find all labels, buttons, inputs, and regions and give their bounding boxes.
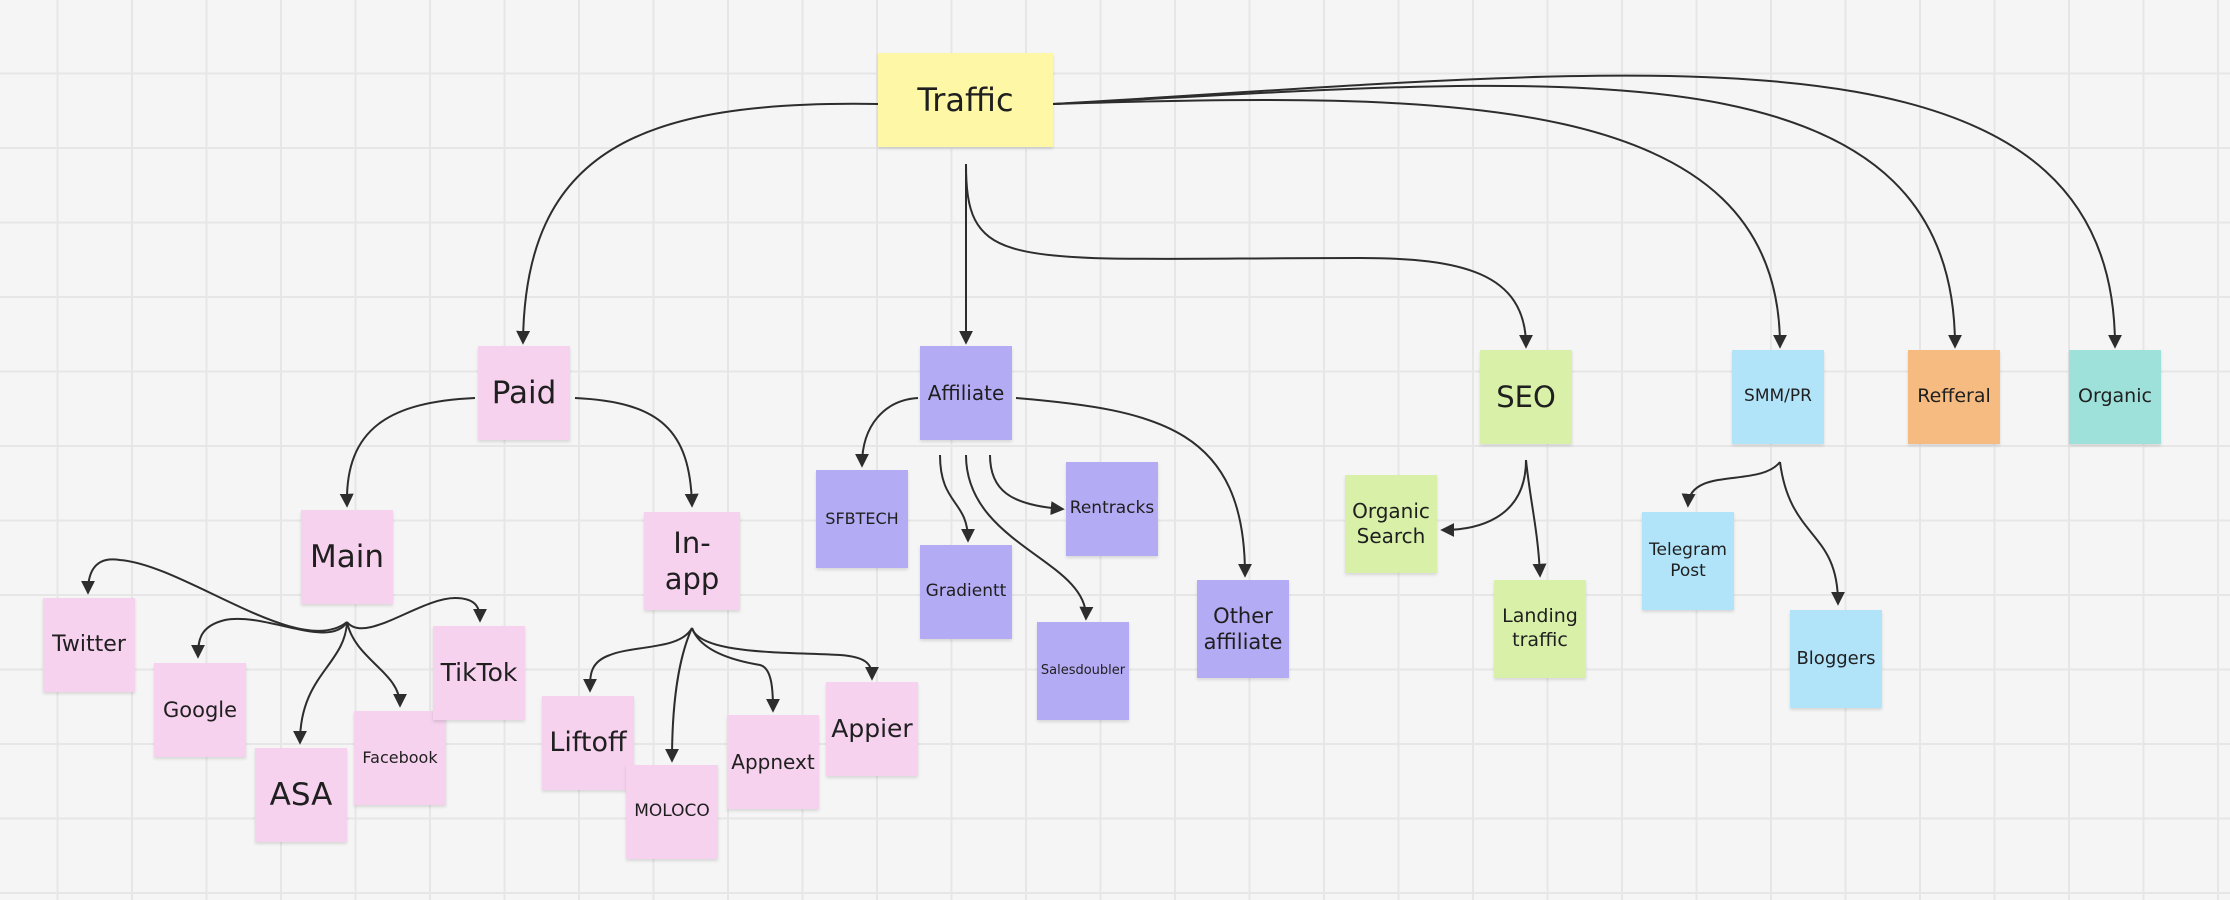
note-salesdoubler[interactable]: Salesdoubler bbox=[1037, 622, 1129, 720]
note-asa-label: ASA bbox=[269, 776, 333, 813]
note-gradientt[interactable]: Gradientt bbox=[920, 545, 1012, 639]
note-appier-label: Appier bbox=[831, 714, 913, 744]
note-other-affiliate-label: Other affiliate bbox=[1203, 603, 1283, 654]
note-other-affiliate[interactable]: Other affiliate bbox=[1197, 580, 1289, 678]
note-appnext-label: Appnext bbox=[731, 749, 815, 774]
connector-main-facebook bbox=[346, 621, 407, 708]
note-in-app[interactable]: In-app bbox=[644, 512, 740, 610]
note-moloco[interactable]: MOLOCO bbox=[626, 765, 718, 859]
note-paid[interactable]: Paid bbox=[478, 346, 570, 440]
note-asa[interactable]: ASA bbox=[255, 748, 347, 842]
connector-affiliate-rentracks bbox=[989, 454, 1065, 516]
connector-main-google bbox=[191, 617, 348, 659]
note-appnext[interactable]: Appnext bbox=[727, 715, 819, 809]
note-moloco-label: MOLOCO bbox=[634, 801, 710, 822]
connector-affiliate-other bbox=[1015, 397, 1252, 578]
note-facebook-label: Facebook bbox=[362, 748, 438, 767]
note-bloggers[interactable]: Bloggers bbox=[1790, 610, 1882, 708]
note-twitter-label: Twitter bbox=[52, 632, 126, 658]
connector-traffic-paid bbox=[516, 102, 879, 345]
note-bloggers-label: Bloggers bbox=[1796, 647, 1876, 669]
note-gradientt-label: Gradientt bbox=[925, 581, 1007, 602]
note-rentracks-label: Rentracks bbox=[1069, 498, 1155, 519]
note-sfbtech[interactable]: SFBTECH bbox=[816, 470, 908, 568]
connector-affiliate-sfbtech bbox=[855, 397, 919, 468]
connector-inapp-liftoff bbox=[583, 627, 693, 693]
note-tiktok[interactable]: TikTok bbox=[433, 626, 525, 720]
note-smm-pr[interactable]: SMM/PR bbox=[1732, 350, 1824, 444]
note-traffic[interactable]: Traffic bbox=[878, 53, 1053, 147]
note-paid-label: Paid bbox=[491, 374, 557, 411]
note-organic-search-label: Organic Search bbox=[1352, 499, 1430, 548]
note-traffic-label: Traffic bbox=[917, 81, 1014, 119]
note-appier[interactable]: Appier bbox=[826, 682, 918, 776]
connector-traffic-smm bbox=[1052, 98, 1787, 349]
note-organic-label: Organic bbox=[2078, 385, 2152, 408]
note-facebook[interactable]: Facebook bbox=[354, 711, 446, 805]
note-liftoff-label: Liftoff bbox=[549, 727, 627, 759]
connector-seo-landing bbox=[1525, 459, 1547, 578]
note-main-label: Main bbox=[309, 538, 384, 575]
note-telegram-post-label: Telegram Post bbox=[1649, 539, 1727, 581]
connector-affiliate-salesdoubler bbox=[965, 454, 1094, 621]
note-rentracks[interactable]: Rentracks bbox=[1066, 462, 1158, 556]
note-seo[interactable]: SEO bbox=[1480, 350, 1572, 444]
note-tiktok-label: TikTok bbox=[440, 658, 518, 688]
note-organic-search[interactable]: Organic Search bbox=[1345, 475, 1437, 573]
connector-traffic-organic bbox=[1052, 74, 2122, 349]
note-landing-traffic-label: Landing traffic bbox=[1502, 605, 1578, 651]
note-in-app-label: In-app bbox=[664, 525, 720, 596]
note-refferal-label: Refferal bbox=[1917, 385, 1991, 408]
note-refferal[interactable]: Refferal bbox=[1908, 350, 2000, 444]
connector-main-asa bbox=[293, 621, 348, 745]
connector-affiliate-gradientt bbox=[939, 454, 975, 543]
connector-traffic-seo bbox=[965, 163, 1533, 349]
note-smm-pr-label: SMM/PR bbox=[1744, 386, 1812, 407]
note-seo-label: SEO bbox=[1496, 379, 1556, 414]
connector-inapp-moloco bbox=[665, 627, 693, 763]
note-telegram-post[interactable]: Telegram Post bbox=[1642, 512, 1734, 610]
connector-smm-telegram bbox=[1681, 461, 1781, 508]
note-google[interactable]: Google bbox=[154, 663, 246, 757]
note-twitter[interactable]: Twitter bbox=[43, 598, 135, 692]
note-main[interactable]: Main bbox=[301, 510, 393, 604]
connector-seo-organic-search bbox=[1440, 459, 1527, 537]
note-affiliate[interactable]: Affiliate bbox=[920, 346, 1012, 440]
note-affiliate-label: Affiliate bbox=[927, 380, 1005, 405]
note-landing-traffic[interactable]: Landing traffic bbox=[1494, 580, 1586, 678]
connector-main-tiktok bbox=[346, 596, 487, 630]
note-organic[interactable]: Organic bbox=[2069, 350, 2161, 444]
connector-paid-main bbox=[339, 397, 476, 508]
connector-traffic-refferal bbox=[1052, 84, 1962, 349]
connector-inapp-appier bbox=[691, 627, 879, 681]
note-sfbtech-label: SFBTECH bbox=[825, 509, 899, 528]
note-salesdoubler-label: Salesdoubler bbox=[1040, 662, 1126, 678]
note-liftoff[interactable]: Liftoff bbox=[542, 696, 634, 790]
connector-inapp-appnext bbox=[691, 627, 780, 713]
connector-smm-bloggers bbox=[1779, 461, 1845, 606]
connector-paid-inapp bbox=[574, 397, 699, 508]
note-google-label: Google bbox=[162, 697, 238, 722]
